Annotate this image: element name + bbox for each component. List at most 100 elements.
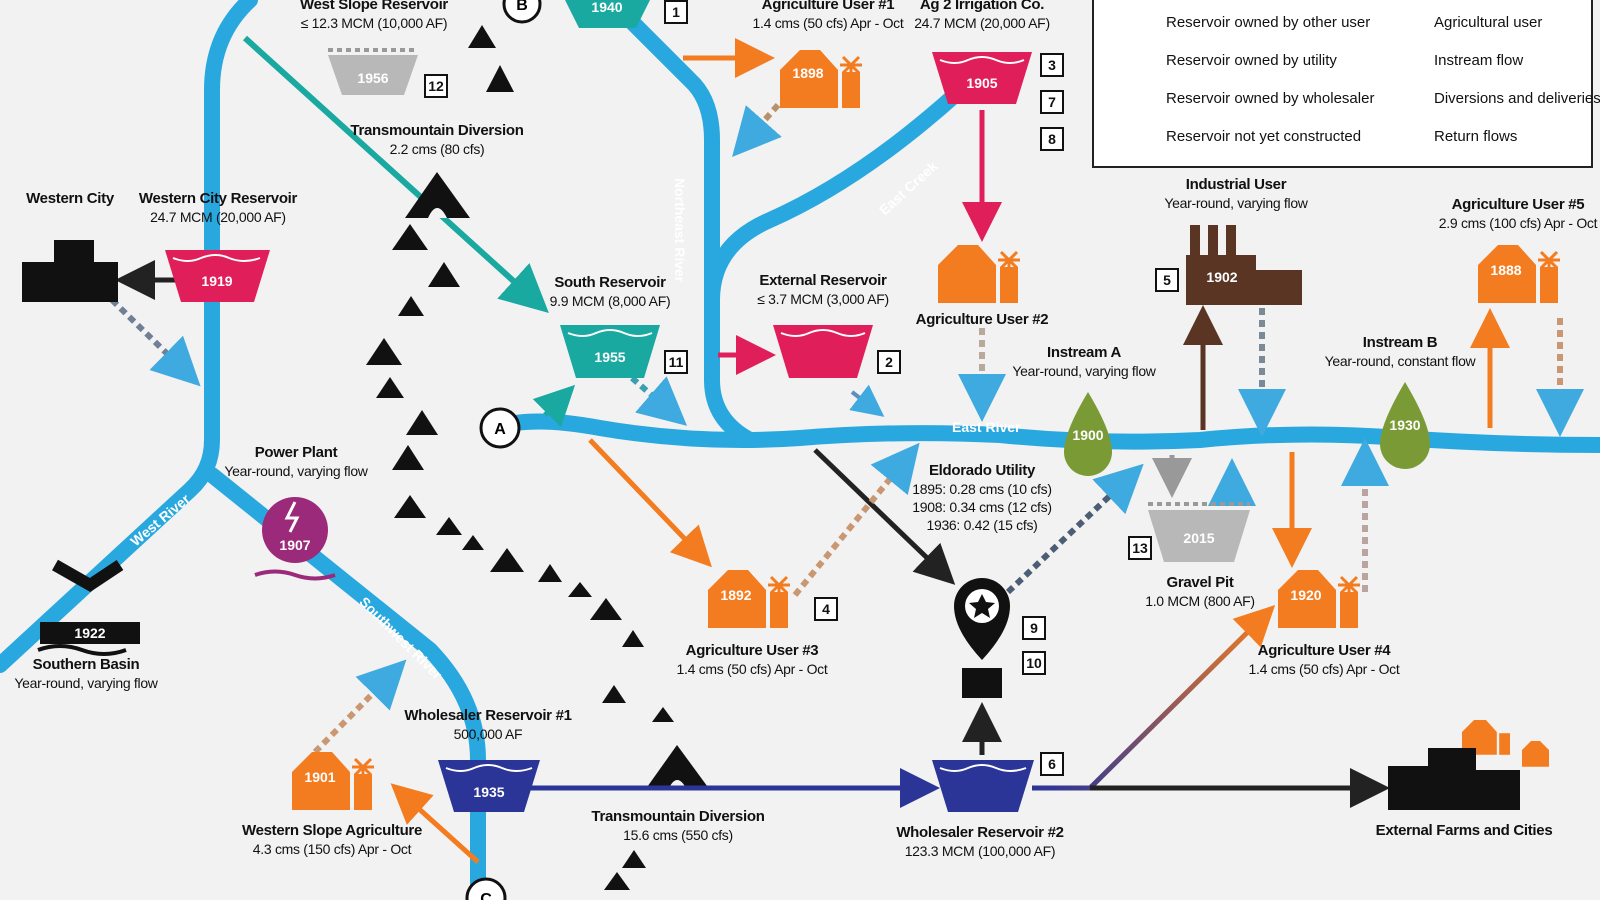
eldorado-right-2: 1908: 0.34 cms (12 cfs) xyxy=(912,499,1052,515)
eldorado-utility-pin-icon xyxy=(954,578,1010,698)
return-ag1 xyxy=(732,103,782,157)
handshake-basin-icon: 1922 xyxy=(37,559,140,656)
return-city xyxy=(109,297,201,387)
svg-text:1920: 1920 xyxy=(1290,587,1321,603)
svg-text:B: B xyxy=(516,0,528,14)
legend-instream-flow: Instream flow xyxy=(1434,52,1524,69)
numbox-11: 11 xyxy=(664,350,688,374)
city-buildings-icon xyxy=(22,240,118,302)
tunnel-mountain-south xyxy=(645,745,710,790)
barn-icon-ag1: 1898 xyxy=(780,50,862,108)
top-reservoir-icon: 1940 xyxy=(565,0,650,28)
marker-a: A xyxy=(479,407,521,449)
legend-agricultural-user: Agricultural user xyxy=(1434,14,1543,31)
west-slope-reservoir-label: West Slope Reservoir≤ 12.3 MCM (10,000 A… xyxy=(300,0,448,31)
legend-return-flows: Return flows xyxy=(1434,128,1518,145)
external-farms-label: External Farms and Cities xyxy=(1375,822,1553,839)
numbox-8: 8 xyxy=(1040,127,1064,151)
tunnel-mountain-north xyxy=(405,172,470,218)
external-reservoir-label: External Reservoir≤ 3.7 MCM (3,000 AF) xyxy=(757,272,889,307)
wholesaler-reservoir-2-icon xyxy=(932,760,1034,812)
legend-diversions: Diversions and deliveries xyxy=(1434,90,1600,107)
return-flows xyxy=(109,103,1584,755)
legend-reservoir-not-constructed: Reservoir not yet constructed xyxy=(1166,128,1362,145)
delivery-wr2-ag4 xyxy=(1032,604,1276,791)
northeast-river-label: Northeast River xyxy=(672,178,688,283)
return-ag3 xyxy=(792,442,920,597)
instream-b-icon: 1930 xyxy=(1380,382,1430,469)
northeast-river xyxy=(602,0,758,448)
numbox-12: 12 xyxy=(424,74,448,98)
instream-a-icon: 1900 xyxy=(1064,392,1112,476)
delivery-a-south xyxy=(532,384,576,428)
svg-text:2015: 2015 xyxy=(1183,530,1214,546)
gravel-pit-icon: 2015 xyxy=(1148,502,1250,562)
numbox-6: 6 xyxy=(1040,752,1064,776)
svg-text:1940: 1940 xyxy=(591,0,622,15)
south-reservoir-icon: 1955 xyxy=(560,325,660,378)
marker-b: B xyxy=(502,0,542,24)
ag-user-2-label: Agriculture User #2 xyxy=(915,311,1049,328)
west-river xyxy=(0,0,258,673)
factory-icon: 1902 xyxy=(1186,225,1302,305)
eldorado-utility-label: Eldorado Utility 1895: 0.28 cms (10 cfs)… xyxy=(912,462,1052,533)
svg-text:1930: 1930 xyxy=(1389,417,1420,433)
numbox-1: 1 xyxy=(664,0,688,24)
southwest-river xyxy=(204,467,486,900)
return-external xyxy=(849,384,885,417)
east-creek xyxy=(704,87,963,308)
svg-text:1888: 1888 xyxy=(1490,262,1521,278)
legend-reservoir-wholesaler: Reservoir owned by wholesaler xyxy=(1166,90,1375,107)
svg-text:1902: 1902 xyxy=(1206,269,1237,285)
numbox-2: 2 xyxy=(877,350,901,374)
return-eldorado xyxy=(1005,463,1144,595)
barn-icon-ag2 xyxy=(938,245,1020,303)
east-river-label: East River xyxy=(952,419,1021,435)
svg-text:1901: 1901 xyxy=(304,769,335,785)
mountain-ridge xyxy=(366,25,674,890)
marker-c: C xyxy=(465,877,507,900)
numbox-4: 4 xyxy=(814,597,838,621)
numbox-5: 5 xyxy=(1155,268,1179,292)
svg-text:1898: 1898 xyxy=(792,65,823,81)
svg-text:1956: 1956 xyxy=(357,70,388,86)
western-city-label: Western City xyxy=(26,190,114,207)
numbox-9: 9 xyxy=(1022,616,1046,640)
ag2-irrigation-label: Ag 2 Irrigation Co.24.7 MCM (20,000 AF) xyxy=(914,0,1050,31)
east-river xyxy=(487,413,1600,453)
return-south xyxy=(630,375,688,426)
svg-text:C: C xyxy=(480,891,492,900)
delivery-wr1-wsag xyxy=(390,783,480,864)
barn-icon-ag3: 1892 xyxy=(708,570,790,628)
legend: Reservoir owned by other user Reservoir … xyxy=(1092,0,1600,168)
svg-text:1905: 1905 xyxy=(966,75,997,91)
return-wsag xyxy=(312,659,407,755)
external-cities-icon xyxy=(1388,748,1520,810)
western-city-reservoir-icon: 1919 xyxy=(165,250,270,302)
external-reservoir-icon xyxy=(773,325,873,378)
delivery-east-ag3 xyxy=(588,438,712,568)
legend-reservoir-utility: Reservoir owned by utility xyxy=(1166,52,1337,69)
barn-icons-external xyxy=(1462,720,1549,767)
svg-text:1935: 1935 xyxy=(473,784,504,800)
svg-text:1922: 1922 xyxy=(74,625,105,641)
barn-icon-wsag: 1901 xyxy=(292,752,374,810)
delivery-river-eldorado xyxy=(813,448,956,585)
svg-text:1892: 1892 xyxy=(720,587,751,603)
numbox-10: 10 xyxy=(1022,651,1046,675)
svg-text:A: A xyxy=(494,421,506,438)
